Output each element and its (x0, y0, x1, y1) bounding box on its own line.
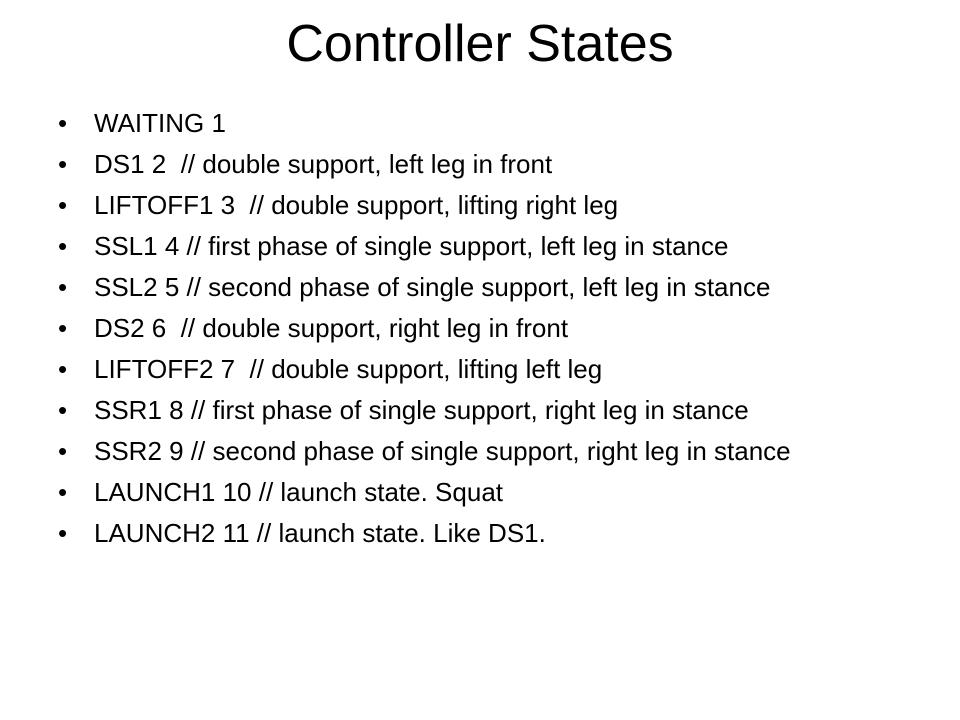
bullet-icon: • (58, 395, 68, 425)
bullet-item: • SSL2 5 // second phase of single suppo… (58, 272, 928, 302)
bullet-text: DS1 2 // double support, left leg in fro… (94, 149, 553, 179)
bullet-item: • DS1 2 // double support, left leg in f… (58, 149, 928, 179)
slide-title: Controller States (286, 15, 674, 73)
bullet-icon: • (58, 354, 68, 384)
bullet-text: SSL1 4 // first phase of single support,… (94, 231, 729, 261)
bullet-item: • WAITING 1 (58, 108, 928, 138)
bullet-icon: • (58, 313, 68, 343)
bullet-text: DS2 6 // double support, right leg in fr… (94, 313, 569, 343)
bullet-item: • SSR2 9 // second phase of single suppo… (58, 436, 928, 466)
bullet-icon: • (58, 477, 68, 507)
bullet-icon: • (58, 231, 68, 261)
bullet-item: • LAUNCH2 11 // launch state. Like DS1. (58, 518, 928, 548)
bullet-text: SSR2 9 // second phase of single support… (94, 436, 791, 466)
bullet-icon: • (58, 190, 68, 220)
bullet-icon: • (58, 272, 68, 302)
bullet-item: • DS2 6 // double support, right leg in … (58, 313, 928, 343)
bullet-icon: • (58, 108, 68, 138)
bullet-list: • WAITING 1 • DS1 2 // double support, l… (58, 108, 928, 559)
bullet-icon: • (58, 436, 68, 466)
bullet-text: LAUNCH1 10 // launch state. Squat (94, 477, 504, 507)
bullet-item: • SSL1 4 // first phase of single suppor… (58, 231, 928, 261)
bullet-item: • LAUNCH1 10 // launch state. Squat (58, 477, 928, 507)
bullet-item: • LIFTOFF2 7 // double support, lifting … (58, 354, 928, 384)
bullet-item: • SSR1 8 // first phase of single suppor… (58, 395, 928, 425)
bullet-text: SSR1 8 // first phase of single support,… (94, 395, 749, 425)
bullet-text: LIFTOFF1 3 // double support, lifting ri… (94, 190, 619, 220)
bullet-item: • LIFTOFF1 3 // double support, lifting … (58, 190, 928, 220)
bullet-text: SSL2 5 // second phase of single support… (94, 272, 771, 302)
bullet-text: LIFTOFF2 7 // double support, lifting le… (94, 354, 603, 384)
bullet-text: WAITING 1 (94, 108, 226, 138)
bullet-icon: • (58, 518, 68, 548)
bullet-icon: • (58, 149, 68, 179)
bullet-text: LAUNCH2 11 // launch state. Like DS1. (94, 518, 546, 548)
